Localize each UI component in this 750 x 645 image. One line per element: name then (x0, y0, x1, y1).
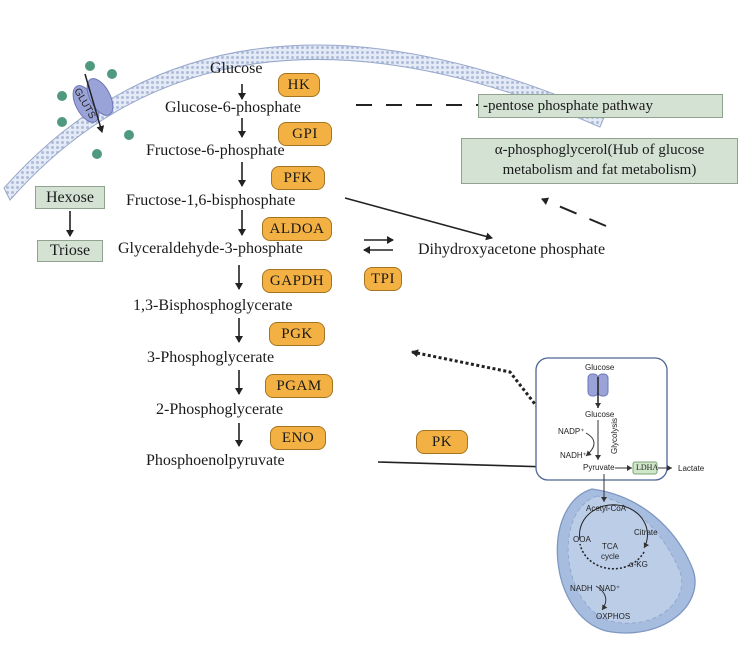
mito-oaa: OOA (573, 535, 591, 544)
enzyme-aldoa: ALDOA (262, 217, 332, 241)
enzyme-pk: PK (416, 430, 468, 454)
glucose-molecules (57, 61, 134, 159)
ppp-label: pentose phosphate pathway (488, 98, 653, 114)
metabolite-1-3-bisphosphoglycerate: 1,3-Bisphosphoglycerate (133, 297, 293, 314)
metabolite-phosphoenolpyruvate: Phosphoenolpyruvate (146, 452, 285, 469)
inset-transporter (587, 373, 609, 408)
inset-nadp: NADP⁺ (558, 427, 585, 436)
enzyme-gpi: GPI (278, 122, 332, 146)
mito-acetyl-coa: Acetyl-CoA (586, 504, 627, 513)
inset-pyruvate: Pyruvate (583, 463, 615, 472)
pentose-phosphate-pathway-box: -pentose phosphate pathway (478, 94, 723, 118)
hexose-box: Hexose (35, 186, 105, 209)
inset-nadh: NADH⁺ (560, 451, 587, 460)
mito-cycle: cycle (601, 552, 620, 561)
enzyme-tpi: TPI (364, 267, 402, 291)
ldha-box-shape (632, 461, 658, 475)
glut-transporter (72, 73, 114, 133)
mito-nadh: NADH (570, 584, 593, 593)
inset-glycolysis-label: Glycolysis (610, 418, 619, 455)
mito-tca: TCA (602, 542, 618, 551)
inset-cell-box (535, 357, 668, 481)
metabolite-3-phosphoglycerate: 3-Phosphoglycerate (147, 349, 275, 366)
pathway-arrows (235, 84, 246, 447)
metabolite-fructose-1-6-bisphosphate: Fructose-1,6-bisphosphate (126, 192, 296, 209)
metabolite-glyceraldehyde-3-phosphate: Glyceraldehyde-3-phosphate (118, 240, 303, 257)
enzyme-pfk: PFK (271, 166, 325, 190)
mito-akg: α-KG (629, 560, 648, 569)
triose-box: Triose (37, 240, 103, 262)
inset-ldha: LDHA (636, 463, 659, 472)
enzyme-gapdh: GAPDH (262, 269, 332, 293)
f16bp-to-dhap-arrow (344, 197, 493, 241)
metabolite-fructose-6-phosphate: Fructose-6-phosphate (146, 142, 285, 159)
glycerol-dashed-arrow (541, 197, 607, 227)
metabolite-2-phosphoglycerate: 2-Phosphoglycerate (156, 401, 284, 418)
metabolite-glucose: Glucose (210, 60, 263, 77)
inset-nadp-curve (585, 432, 595, 457)
glycerol-line-2: metabolism and fat metabolism) (502, 161, 697, 178)
inset-lactate: Lactate (678, 464, 705, 473)
metabolite-dihydroxyacetone-phosphate: Dihydroxyacetone phosphate (418, 241, 606, 258)
ppp-marker: - (483, 98, 488, 114)
mitochondrion (556, 474, 696, 634)
enzyme-eno: ENO (270, 426, 326, 450)
metabolite-glucose-6-phosphate: Glucose-6-phosphate (165, 99, 301, 116)
enzyme-pgk: PGK (269, 322, 325, 346)
tpi-exchange-arrows (363, 236, 394, 254)
alpha-phosphoglycerol-box: α-phosphoglycerol(Hub of glucose metabol… (461, 138, 738, 184)
enzyme-hk: HK (278, 73, 320, 97)
cell-membrane (3, 44, 606, 201)
mito-nad: NAD⁺ (599, 584, 621, 593)
mito-oxphos: OXPHOS (596, 612, 631, 621)
inset-dotted-arrow (411, 349, 540, 409)
mito-citrate: Citrate (634, 528, 658, 537)
glycerol-line-1: α-phosphoglycerol(Hub of glucose (494, 142, 705, 158)
inset-glucose-mid: Glucose (585, 410, 615, 419)
enzyme-pgam: PGAM (265, 374, 333, 398)
inset-glucose-top: Glucose (585, 363, 615, 372)
